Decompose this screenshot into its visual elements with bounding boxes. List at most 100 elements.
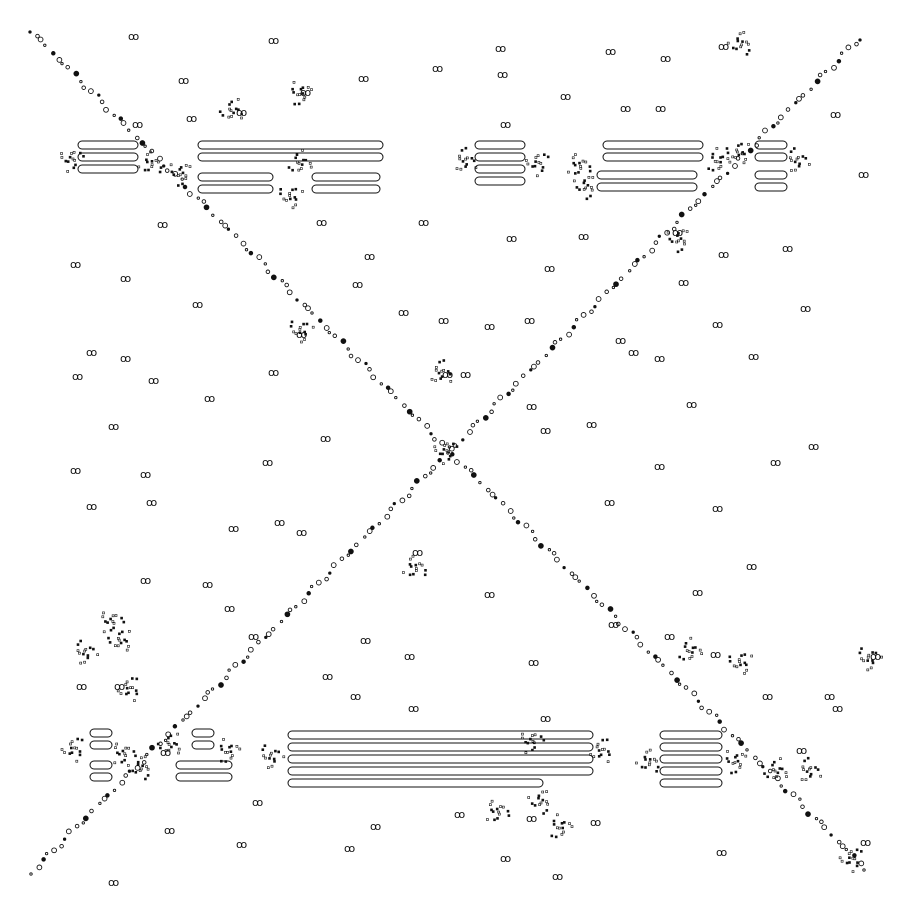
debris-cell <box>745 668 749 672</box>
debris-cell <box>772 768 775 772</box>
glider-mark <box>506 391 511 397</box>
glider-mark <box>413 478 420 484</box>
debris-cell <box>771 763 774 767</box>
debris-cell <box>644 758 647 761</box>
glider-mark <box>757 760 763 767</box>
debris-cell <box>682 239 686 243</box>
debris-cell <box>739 45 743 49</box>
debris-cell <box>76 649 80 653</box>
glider-glyph: ꝏ <box>350 690 361 703</box>
glider-mark <box>355 357 361 363</box>
glider-glyph: ꝏ <box>344 842 355 855</box>
debris-cell <box>228 745 231 749</box>
debris-cell <box>448 372 452 376</box>
debris-cell <box>743 661 747 665</box>
glider-mark <box>669 670 674 676</box>
debris-cell <box>461 160 465 163</box>
debris-cell <box>552 823 556 826</box>
debris-cell <box>855 864 859 868</box>
glider-mark <box>836 58 842 64</box>
debris-cell <box>78 753 82 757</box>
debris-cell <box>735 47 738 51</box>
glider-mark <box>332 333 338 339</box>
debris-cell <box>871 661 875 665</box>
debris-cell <box>123 638 126 642</box>
debris-cell <box>531 748 534 752</box>
debris-cell <box>536 154 540 157</box>
debris-cell <box>157 160 160 164</box>
glider-glyph: ꝏ <box>300 86 311 99</box>
glider-mark <box>364 361 368 366</box>
debris-cell <box>158 170 162 174</box>
glider-mark <box>120 120 127 126</box>
debris-cell <box>118 632 121 636</box>
debris-cell <box>460 149 464 152</box>
glider-mark <box>270 626 276 632</box>
glider-glyph: ꝏ <box>746 560 757 573</box>
glider-mark <box>222 222 229 229</box>
bar-block-bottom-right <box>659 730 723 788</box>
glider-mark <box>162 164 166 168</box>
glider-mark <box>51 847 57 854</box>
glider-mark <box>224 675 229 681</box>
glider-mark <box>649 247 656 254</box>
glider-glyph: ꝏ <box>770 456 781 469</box>
debris-cell <box>560 832 564 836</box>
debris-cell <box>731 46 735 50</box>
debris-cell <box>127 691 130 695</box>
glider-mark <box>747 147 754 154</box>
debris-cell <box>488 803 492 807</box>
bar-block-top-center <box>474 140 526 186</box>
glider-glyph: ꝏ <box>796 744 807 757</box>
glider-mark <box>821 824 828 831</box>
glider-mark <box>265 269 271 275</box>
debris-cell <box>607 750 610 753</box>
debris-cell <box>294 156 298 160</box>
debris-cell <box>109 617 112 621</box>
glider-mark <box>82 815 89 822</box>
glider-mark <box>118 116 124 121</box>
glider-glyph: ꝏ <box>604 496 615 509</box>
debris-cell <box>539 162 543 165</box>
glider-mark <box>367 367 372 372</box>
debris-cell <box>291 206 295 210</box>
debris-cell <box>542 812 545 815</box>
debris-cell <box>101 615 105 619</box>
debris-cell <box>188 165 192 168</box>
debris-cell <box>274 749 277 753</box>
glider-glyph: ꝏ <box>524 314 535 327</box>
debris-cell <box>866 659 870 662</box>
debris-cell <box>685 649 689 653</box>
glider-mark <box>618 276 624 281</box>
debris-cell <box>146 160 149 164</box>
debris-cell <box>138 769 142 773</box>
debris-cell <box>114 746 117 750</box>
debris-cell <box>134 770 138 774</box>
glider-glyph: ꝏ <box>236 838 247 851</box>
glider-glyph: ꝏ <box>248 630 259 643</box>
glider-mark <box>232 661 239 668</box>
debris-cell <box>116 689 120 693</box>
glider-mark <box>44 851 49 856</box>
glider-mark <box>500 500 506 506</box>
glider-mark <box>554 556 560 563</box>
glider-mark <box>187 710 193 715</box>
debris-cell <box>125 692 128 696</box>
glider-mark <box>172 724 178 729</box>
debris-cell <box>763 772 766 775</box>
debris-cell <box>736 39 740 43</box>
debris-cell <box>597 754 601 758</box>
glider-mark <box>695 198 702 205</box>
debris-cell <box>108 641 112 644</box>
glider-mark <box>551 550 557 556</box>
debris-cell <box>790 159 793 162</box>
debris-cell <box>301 190 304 193</box>
debris-cell <box>546 155 550 159</box>
debris-cell <box>592 755 596 759</box>
debris-cell <box>539 801 543 805</box>
debris-cell <box>532 741 536 745</box>
glider-mark <box>604 289 609 295</box>
glider-glyph: ꝏ <box>526 400 537 413</box>
debris-cell <box>178 168 182 171</box>
debris-cell <box>680 248 684 251</box>
